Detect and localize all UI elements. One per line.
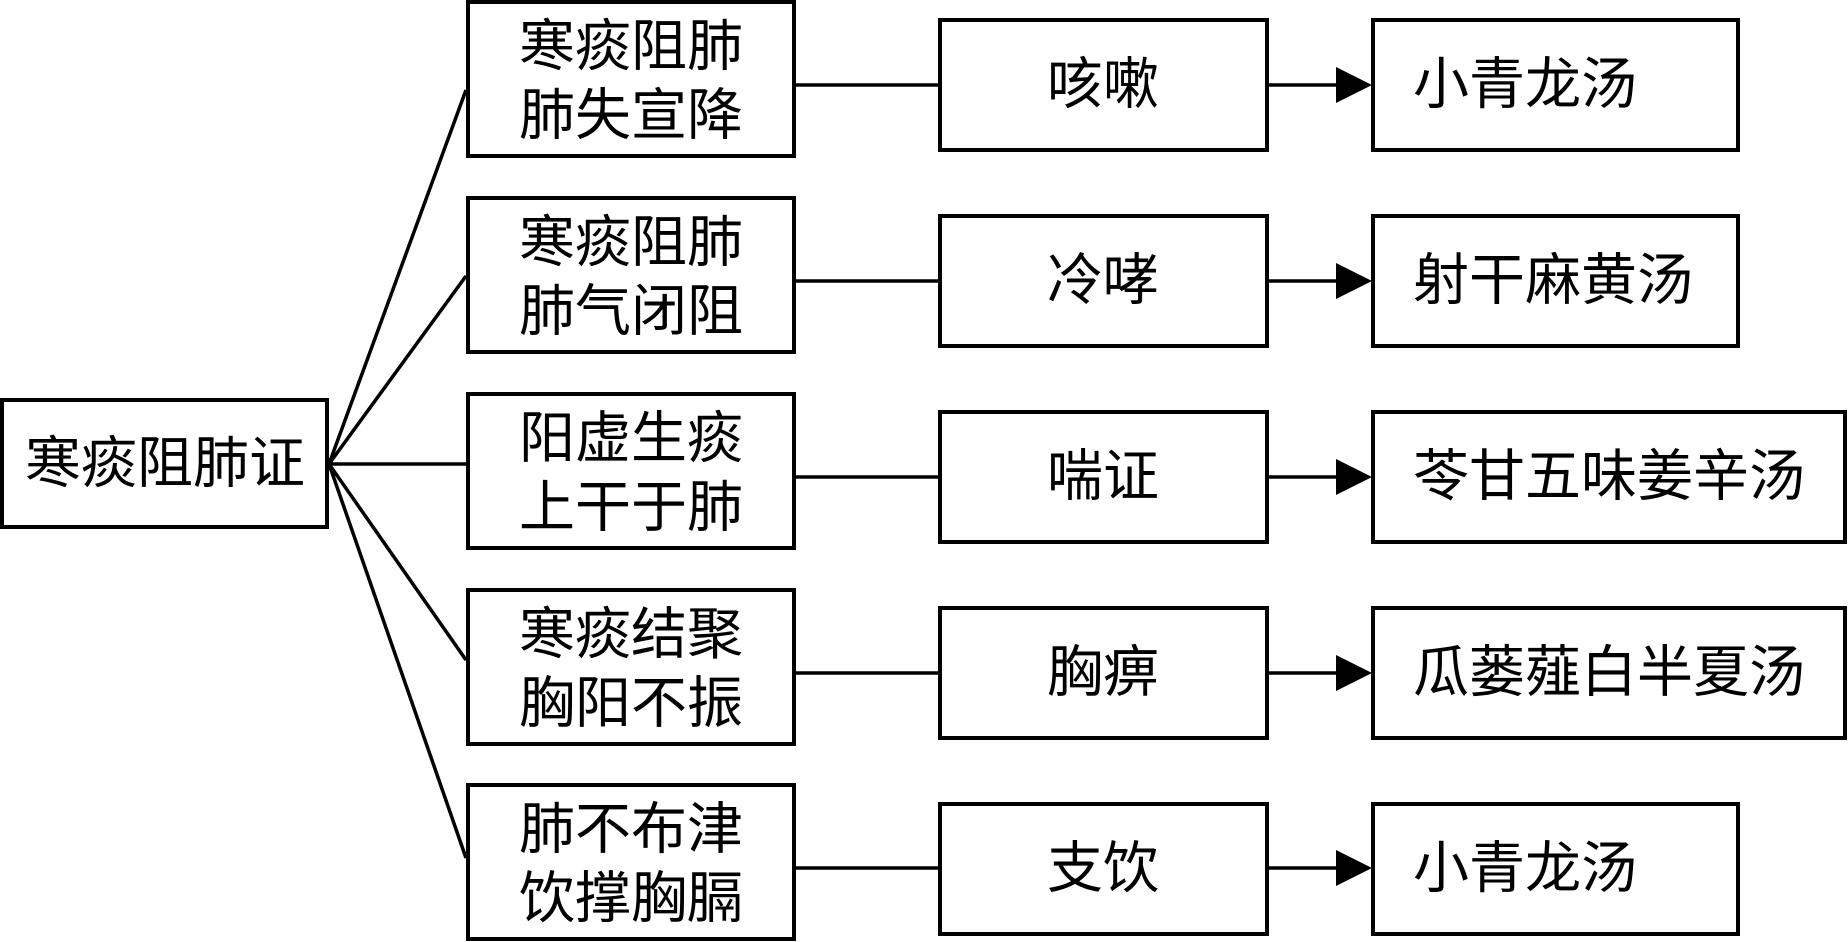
formula-label: 苓甘五味姜辛汤 [1413, 445, 1805, 510]
mechanism-line-2: 肺气闭阻 [519, 280, 743, 345]
row-4: 寒痰结聚 胸阳不振 胸痹 瓜蒌薤白半夏汤 [466, 588, 1847, 746]
disease-label: 咳嗽 [1047, 53, 1159, 118]
fan-connectors [327, 89, 468, 859]
arrow-head [1336, 67, 1372, 103]
formula-node: 小青龙汤 [1371, 18, 1740, 152]
mechanism-line-1: 寒痰阻肺 [519, 211, 743, 276]
mechanism-node: 寒痰阻肺 肺气闭阻 [466, 196, 796, 354]
mechanism-line-1: 寒痰阻肺 [519, 15, 743, 80]
mechanism-node: 阳虚生痰 上干于肺 [466, 392, 796, 550]
fan-line-1 [327, 89, 468, 465]
arrow-head [1336, 655, 1372, 691]
mechanism-node: 寒痰阻肺 肺失宣降 [466, 0, 796, 158]
fan-line-4 [327, 462, 468, 662]
mechanism-line-1: 肺不布津 [519, 798, 743, 863]
formula-label: 小青龙汤 [1413, 837, 1637, 902]
fan-line-5 [327, 463, 468, 859]
row-2: 寒痰阻肺 肺气闭阻 冷哮 射干麻黄汤 [466, 196, 1740, 354]
disease-node: 喘证 [938, 410, 1269, 544]
formula-node: 瓜蒌薤白半夏汤 [1371, 606, 1847, 740]
formula-node: 小青龙汤 [1371, 802, 1740, 936]
mechanism-node: 肺不布津 饮撑胸膈 [466, 783, 796, 941]
disease-label: 喘证 [1047, 445, 1159, 510]
formula-node: 苓甘五味姜辛汤 [1371, 410, 1847, 544]
mechanism-line-2: 上干于肺 [519, 476, 743, 541]
formula-label: 射干麻黄汤 [1413, 249, 1693, 314]
root-label: 寒痰阻肺证 [25, 432, 305, 497]
mechanism-node: 寒痰结聚 胸阳不振 [466, 588, 796, 746]
mechanism-line-1: 寒痰结聚 [519, 603, 743, 668]
row-5: 肺不布津 饮撑胸膈 支饮 小青龙汤 [466, 783, 1740, 941]
arrow-head [1336, 459, 1372, 495]
formula-label: 瓜蒌薤白半夏汤 [1413, 641, 1805, 706]
row-3: 阳虚生痰 上干于肺 喘证 苓甘五味姜辛汤 [466, 392, 1847, 550]
formula-label: 小青龙汤 [1413, 53, 1637, 118]
mechanism-line-1: 阳虚生痰 [519, 407, 743, 472]
disease-label: 胸痹 [1047, 641, 1159, 706]
formula-node: 射干麻黄汤 [1371, 214, 1740, 348]
disease-node: 支饮 [938, 802, 1269, 936]
mechanism-line-2: 饮撑胸膈 [519, 867, 743, 932]
mechanism-line-2: 肺失宣降 [519, 84, 743, 149]
disease-node: 胸痹 [938, 606, 1269, 740]
fan-line-2 [327, 274, 468, 466]
disease-label: 支饮 [1047, 837, 1159, 902]
disease-node: 咳嗽 [938, 18, 1269, 152]
row-1: 寒痰阻肺 肺失宣降 咳嗽 小青龙汤 [466, 0, 1740, 158]
arrow-head [1336, 850, 1372, 886]
arrow-head [1336, 263, 1372, 299]
root-node: 寒痰阻肺证 [0, 398, 329, 529]
mechanism-line-2: 胸阳不振 [519, 672, 743, 737]
disease-label: 冷哮 [1047, 249, 1159, 314]
disease-node: 冷哮 [938, 214, 1269, 348]
